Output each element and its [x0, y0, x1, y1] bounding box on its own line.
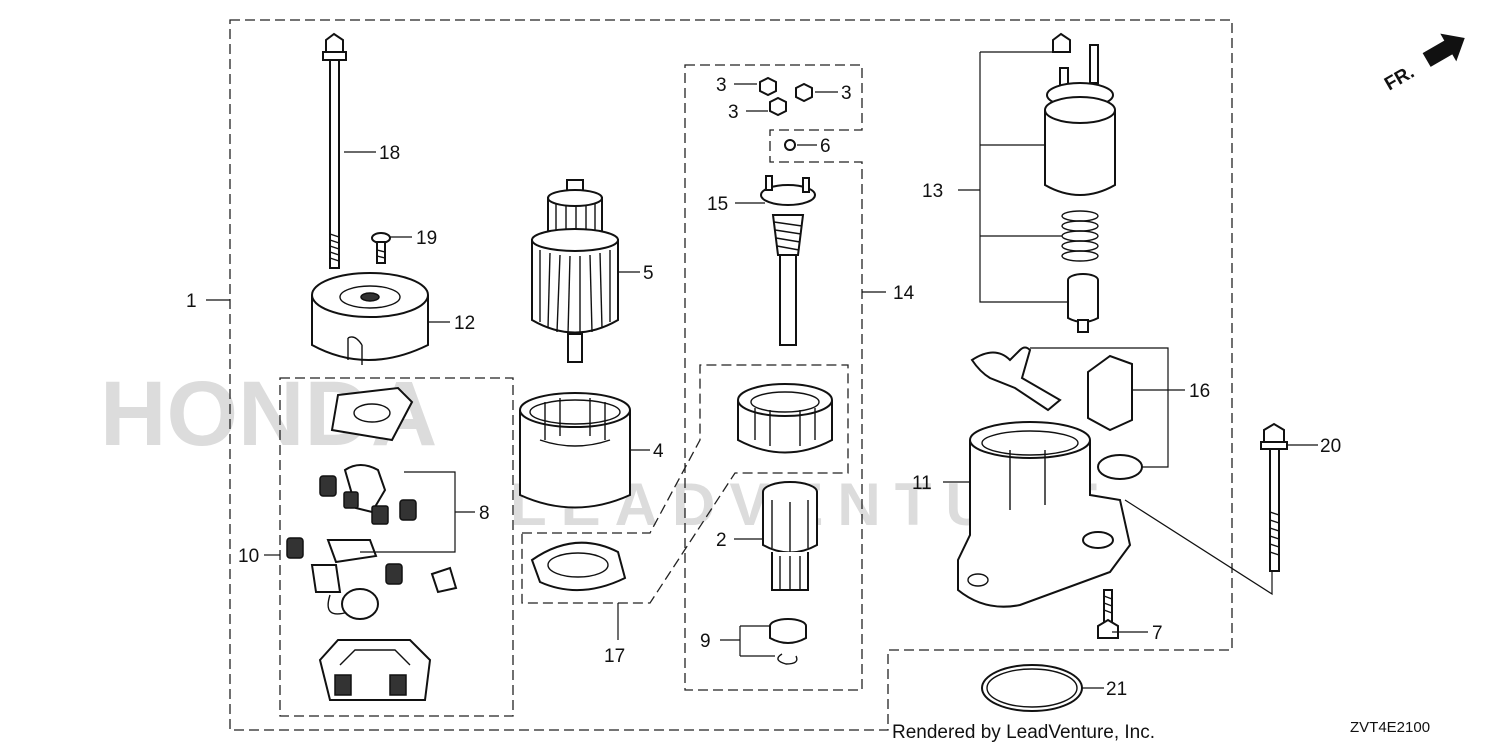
label-18: 18: [379, 143, 400, 164]
front-bracket-11: [957, 421, 1132, 608]
lever-seal-16: [970, 346, 1143, 480]
drive-group-outline: [684, 64, 863, 691]
label-19: 19: [416, 228, 437, 249]
label-6: 6: [820, 136, 831, 157]
ball-6: [784, 139, 796, 151]
label-20: 20: [1320, 436, 1341, 457]
nuts-3: [759, 76, 813, 117]
pinion-shaft-15: [760, 175, 816, 346]
label-8: 8: [479, 503, 490, 524]
label-11: 11: [912, 473, 932, 494]
front-label: FR.: [1381, 62, 1418, 95]
label-2: 2: [716, 530, 727, 551]
label-4: 4: [653, 441, 664, 462]
front-direction-arrow: FR.: [1381, 33, 1465, 95]
label-10: 10: [238, 546, 259, 567]
label-16: 16: [1189, 381, 1210, 402]
label-1: 1: [186, 291, 197, 312]
label-3b: 3: [728, 102, 739, 123]
label-14: 14: [893, 283, 915, 304]
stop-collar-9: [769, 618, 807, 665]
label-12: 12: [454, 313, 475, 334]
yoke-4: [519, 392, 631, 509]
label-13: 13: [922, 181, 943, 202]
pinion-clutch-2: [762, 481, 818, 591]
label-9: 9: [700, 631, 711, 652]
footer-credit: Rendered by LeadVenture, Inc.: [892, 722, 1155, 743]
label-17: 17: [604, 646, 625, 667]
armature-5: [531, 179, 619, 363]
brush-holder-10: [286, 386, 458, 701]
diagram-code: ZVT4E2100: [1350, 719, 1430, 736]
label-5: 5: [643, 263, 654, 284]
bolt-20: [1260, 422, 1288, 572]
label-7: 7: [1152, 623, 1163, 644]
rear-cover-12: [311, 272, 429, 365]
brush-set-8: [286, 464, 417, 585]
bolt-7: [1097, 589, 1119, 639]
label-3c: 3: [841, 83, 852, 104]
internal-gear-17: [530, 383, 833, 591]
leader-lines: [206, 51, 1318, 689]
o-ring-21: [981, 664, 1083, 712]
gear-group-outline: [521, 364, 849, 604]
through-bolt-18: [322, 32, 347, 269]
part-labels: 1 18 19 12 5 4 8 10 3 3 3 6 15 14 2 9 17…: [186, 75, 1341, 700]
solenoid-13: [1044, 32, 1116, 333]
label-15: 15: [707, 194, 728, 215]
label-21: 21: [1106, 679, 1127, 700]
label-3a: 3: [716, 75, 727, 96]
screw-19: [371, 232, 391, 264]
